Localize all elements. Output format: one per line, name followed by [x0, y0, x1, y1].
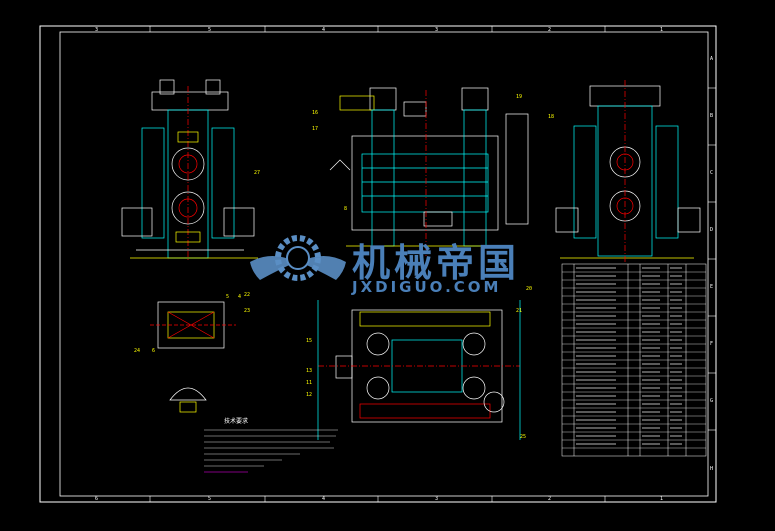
zone-top-3: 4	[322, 27, 325, 33]
zone-right-h: H	[710, 466, 713, 472]
top-zone-labels: 3 5 4 3 2 1	[95, 27, 663, 33]
zone-right-d: D	[710, 227, 713, 233]
zone-right-b: B	[710, 113, 713, 119]
callout-label: 24	[134, 348, 140, 354]
inner-border	[59, 31, 709, 497]
callout-label: 27	[254, 170, 260, 176]
callout-label: 22	[244, 292, 250, 298]
wing-left-icon	[250, 256, 296, 280]
callout-label: 12	[306, 392, 312, 398]
callout-label: 6	[152, 348, 155, 354]
parts-table-entries	[576, 267, 682, 445]
zone-bottom-6: 1	[660, 496, 663, 502]
detail-section	[150, 301, 236, 413]
plan-view	[317, 300, 521, 440]
callout-label: 18	[548, 114, 554, 120]
side-elevation-view	[329, 87, 529, 256]
front-elevation-view	[121, 79, 258, 262]
zone-top-1: 3	[95, 27, 98, 33]
zone-top-6: 1	[660, 27, 663, 33]
gear-icon	[275, 235, 321, 281]
callout-label: 20	[526, 286, 532, 292]
zone-bottom-1: 6	[95, 496, 98, 502]
callout-label: 23	[244, 308, 250, 314]
callout-label: 16	[312, 110, 318, 116]
watermark-title: 机械帝国	[352, 241, 520, 285]
zone-top-5: 2	[548, 27, 551, 33]
callout-balloons: 16 17 19 18 27 8 22 23 4 5 20 21 15 13 11 12 25 6 24	[134, 94, 554, 440]
zone-right-e: E	[710, 284, 713, 290]
callout-label: 19	[516, 94, 522, 100]
callout-label: 15	[306, 338, 312, 344]
callout-label: 4	[238, 294, 241, 300]
parts-table-rows	[562, 271, 706, 449]
zone-tick-marks	[149, 26, 716, 502]
bottom-zone-labels: 6 5 4 3 2 1	[95, 496, 663, 502]
right-zone-labels: A B C D E F G H	[710, 56, 713, 472]
zone-bottom-3: 4	[322, 496, 325, 502]
callout-label: 21	[516, 308, 522, 314]
callout-label: 5	[226, 294, 229, 300]
zone-right-a: A	[710, 56, 713, 62]
technical-notes: 技术要求	[204, 417, 338, 473]
callout-label: 11	[306, 380, 312, 386]
zone-right-g: G	[710, 398, 713, 404]
zone-top-2: 5	[208, 27, 211, 33]
notes-heading: 技术要求	[224, 417, 248, 425]
watermark-subtitle: JXDIGUO.COM	[351, 278, 501, 296]
wing-right-icon	[300, 256, 346, 280]
zone-top-4: 3	[435, 27, 438, 33]
zone-right-f: F	[710, 341, 713, 347]
zone-bottom-2: 5	[208, 496, 211, 502]
callout-label: 8	[344, 206, 347, 212]
end-elevation-view	[555, 80, 701, 262]
zone-right-c: C	[710, 170, 713, 176]
watermark-logo: 机械帝国 JXDIGUO.COM	[250, 235, 520, 296]
zone-bottom-4: 3	[435, 496, 438, 502]
callout-label: 25	[520, 434, 526, 440]
zone-bottom-5: 2	[548, 496, 551, 502]
callout-label: 17	[312, 126, 318, 132]
callout-label: 13	[306, 368, 312, 374]
